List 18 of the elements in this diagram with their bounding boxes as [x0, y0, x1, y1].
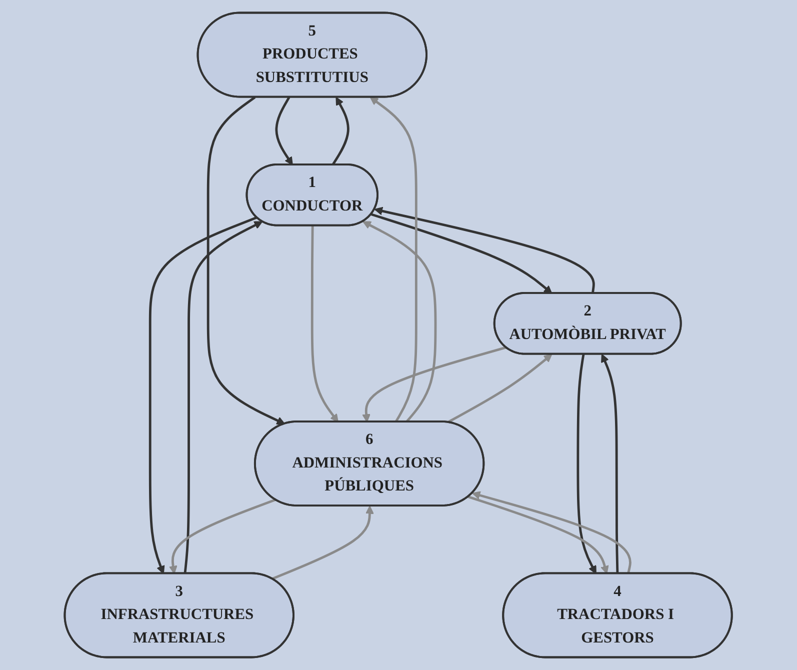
arrow	[362, 346, 507, 422]
arrow	[371, 213, 552, 294]
arrow	[468, 496, 610, 574]
arrow	[332, 96, 350, 166]
arrow	[184, 221, 263, 574]
arrow	[362, 221, 437, 423]
arrow	[149, 216, 258, 574]
arrow	[374, 206, 596, 294]
arrow	[207, 96, 286, 425]
arrow	[576, 354, 597, 574]
arrow	[370, 96, 418, 423]
arrow	[601, 354, 619, 574]
arrow	[169, 498, 276, 574]
arrow	[447, 354, 552, 424]
arrow	[272, 506, 374, 580]
arrow	[275, 96, 294, 166]
arrow	[472, 491, 632, 574]
arrow	[311, 226, 339, 422]
